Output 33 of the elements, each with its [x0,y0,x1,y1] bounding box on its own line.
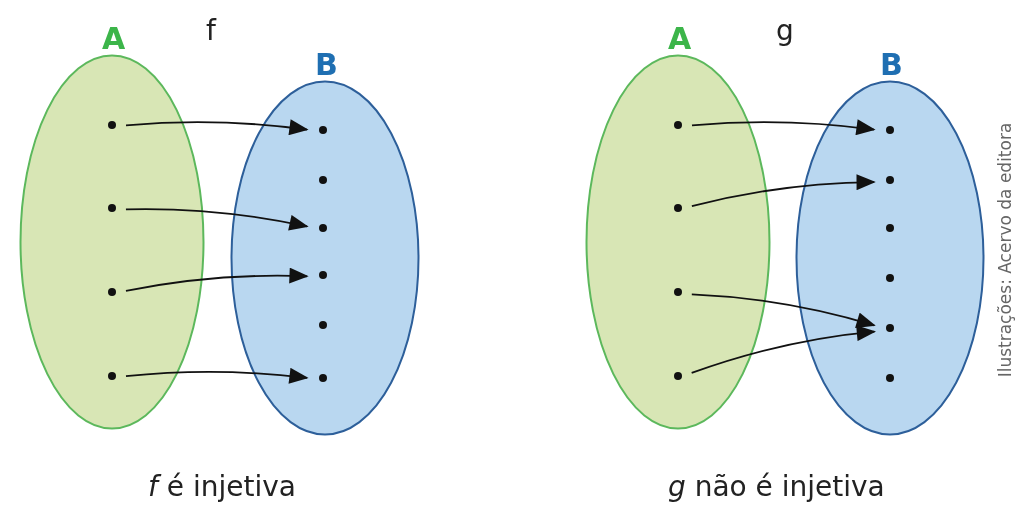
point-dot [108,204,116,212]
point-dot [886,324,894,332]
point-dot [319,271,327,279]
caption: f é injetiva [148,470,296,503]
point-dot [319,321,327,329]
arrow [691,119,876,136]
point-dot [319,126,327,134]
arrow [691,174,876,208]
arrow [125,367,309,384]
arrow [690,293,876,329]
arrow [690,325,876,374]
point-dot [108,121,116,129]
point-dot [674,204,682,212]
arrow [125,208,309,231]
point-dot [319,374,327,382]
point-dot [886,224,894,232]
credit-text: Ilustrações: Acervo da editora [995,122,1015,378]
point-dot [674,288,682,296]
point-dot [108,372,116,380]
point-dot [886,176,894,184]
point-dot [674,372,682,380]
point-dot [886,126,894,134]
arrow [125,119,309,136]
point-dot [674,121,682,129]
point-dot [319,176,327,184]
function-name: g [776,14,794,47]
point-dot [886,374,894,382]
point-dot [319,224,327,232]
function-name: f [206,14,216,47]
caption: g não é injetiva [668,470,885,503]
point-dot [886,274,894,282]
point-dot [108,288,116,296]
arrow [125,267,309,292]
